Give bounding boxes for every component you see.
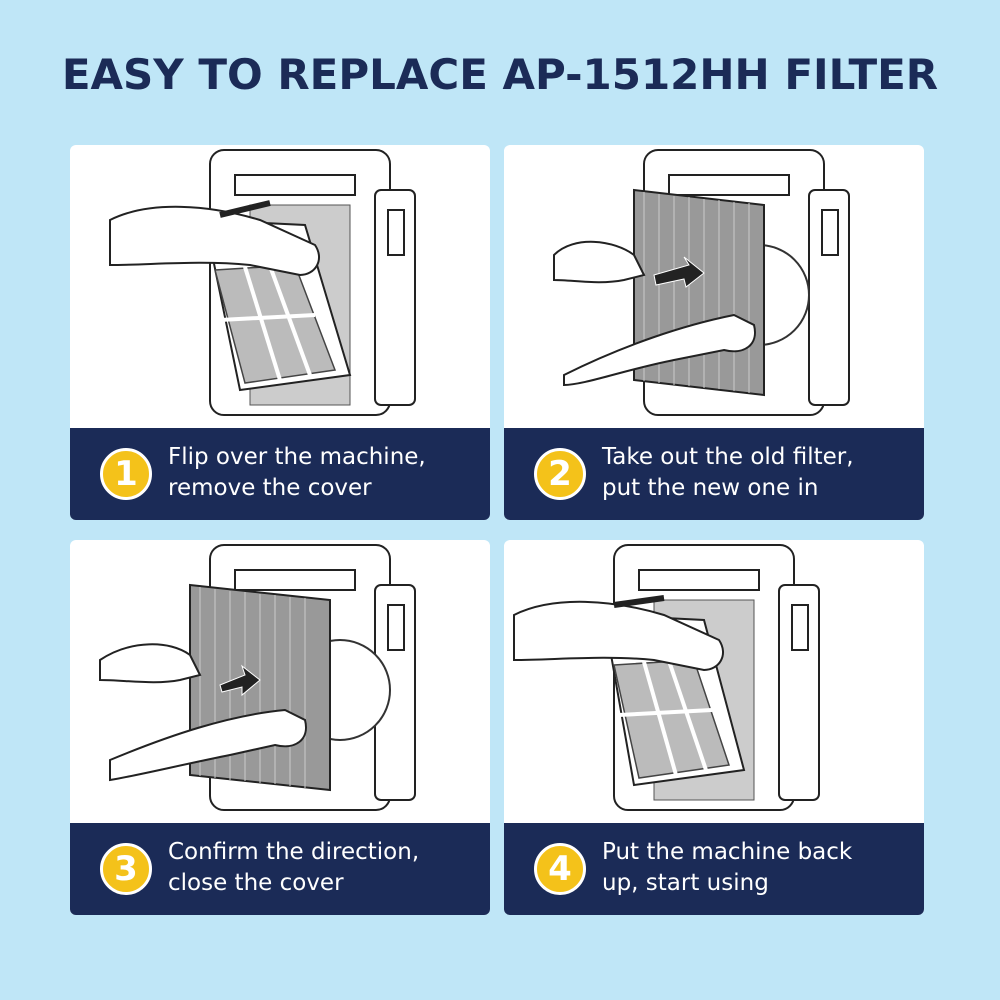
step-number-badge: 4 [534, 843, 586, 895]
step-caption-band: 3 Confirm the direction, close the cover [70, 823, 490, 915]
step-caption-line-2: close the cover [168, 870, 344, 896]
step-caption-band: 4 Put the machine back up, start using [504, 823, 924, 915]
step-card-3: 3 Confirm the direction, close the cover [70, 540, 490, 915]
step-card-4: 4 Put the machine back up, start using [504, 540, 924, 915]
step-number-badge: 2 [534, 448, 586, 500]
step-caption-band: 1 Flip over the machine, remove the cove… [70, 428, 490, 520]
step-caption: Put the machine back up, start using [602, 837, 912, 899]
step-caption-line-1: Confirm the direction, [168, 839, 420, 865]
step-caption-line-2: put the new one in [602, 475, 819, 501]
step-caption: Take out the old filter, put the new one… [602, 442, 912, 504]
step-caption-line-2: up, start using [602, 870, 769, 896]
step-card-2: 2 Take out the old filter, put the new o… [504, 145, 924, 520]
purifier-insert-filter-illustration [99, 544, 416, 811]
page-title: EASY TO REPLACE AP-1512HH FILTER [61, 50, 939, 99]
purifier-remove-filter-illustration [553, 149, 850, 416]
step-caption-line-2: remove the cover [168, 475, 372, 501]
step-card-1: 1 Flip over the machine, remove the cove… [70, 145, 490, 520]
step-caption: Confirm the direction, close the cover [168, 837, 478, 899]
step-caption: Flip over the machine, remove the cover [168, 442, 478, 504]
step-number-badge: 3 [100, 843, 152, 895]
step-caption-band: 2 Take out the old filter, put the new o… [504, 428, 924, 520]
purifier-remove-cover-illustration [109, 149, 416, 416]
step-caption-line-1: Flip over the machine, [168, 444, 426, 470]
purifier-close-cover-illustration [513, 544, 820, 811]
step-caption-line-1: Take out the old filter, [602, 444, 854, 470]
step-caption-line-1: Put the machine back [602, 839, 853, 865]
step-number-badge: 1 [100, 448, 152, 500]
